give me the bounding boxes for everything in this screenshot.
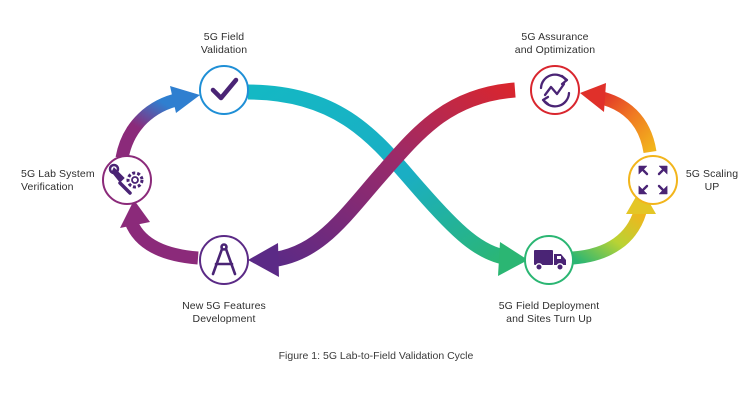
label-field-validation: 5G Field Validation xyxy=(200,31,248,56)
cross-assurance-to-features xyxy=(268,82,516,268)
cross-validation-to-deployment xyxy=(247,84,512,266)
label-assurance-optimization: 5G Assurance and Optimization xyxy=(514,31,596,56)
sync-trend-icon xyxy=(539,73,571,108)
truck-icon xyxy=(534,250,566,271)
label-scaling-up: 5G Scaling UP xyxy=(685,168,739,193)
arc-features-to-lab xyxy=(126,221,199,265)
node-field-validation xyxy=(199,65,249,115)
expand-arrows-icon xyxy=(638,165,668,195)
arc-deployment-to-scaling xyxy=(572,209,647,265)
node-field-deployment xyxy=(524,235,574,285)
label-lab-verification: 5G Lab System Verification xyxy=(21,168,95,193)
arrowhead-to-features xyxy=(248,243,279,277)
checkmark-icon xyxy=(210,77,239,101)
label-features-development: New 5G Features Development xyxy=(182,300,266,325)
arc-lab-to-field-validation xyxy=(115,92,182,160)
wrench-gear-icon xyxy=(108,163,144,195)
arrowhead-to-field-validation xyxy=(170,86,200,113)
label-field-deployment: 5G Field Deployment and Sites Turn Up xyxy=(498,300,600,325)
arc-scaling-to-assurance xyxy=(596,90,657,154)
arrowhead-to-deployment xyxy=(498,242,528,276)
arrowhead-to-lab xyxy=(120,200,150,228)
compass-icon xyxy=(211,243,237,276)
node-features-development xyxy=(199,235,249,285)
figure-caption: Figure 1: 5G Lab-to-Field Validation Cyc… xyxy=(278,350,474,362)
node-lab-verification xyxy=(102,155,152,205)
node-assurance-optimization xyxy=(530,65,580,115)
arrowhead-to-assurance xyxy=(580,83,606,112)
node-scaling-up xyxy=(628,155,678,205)
